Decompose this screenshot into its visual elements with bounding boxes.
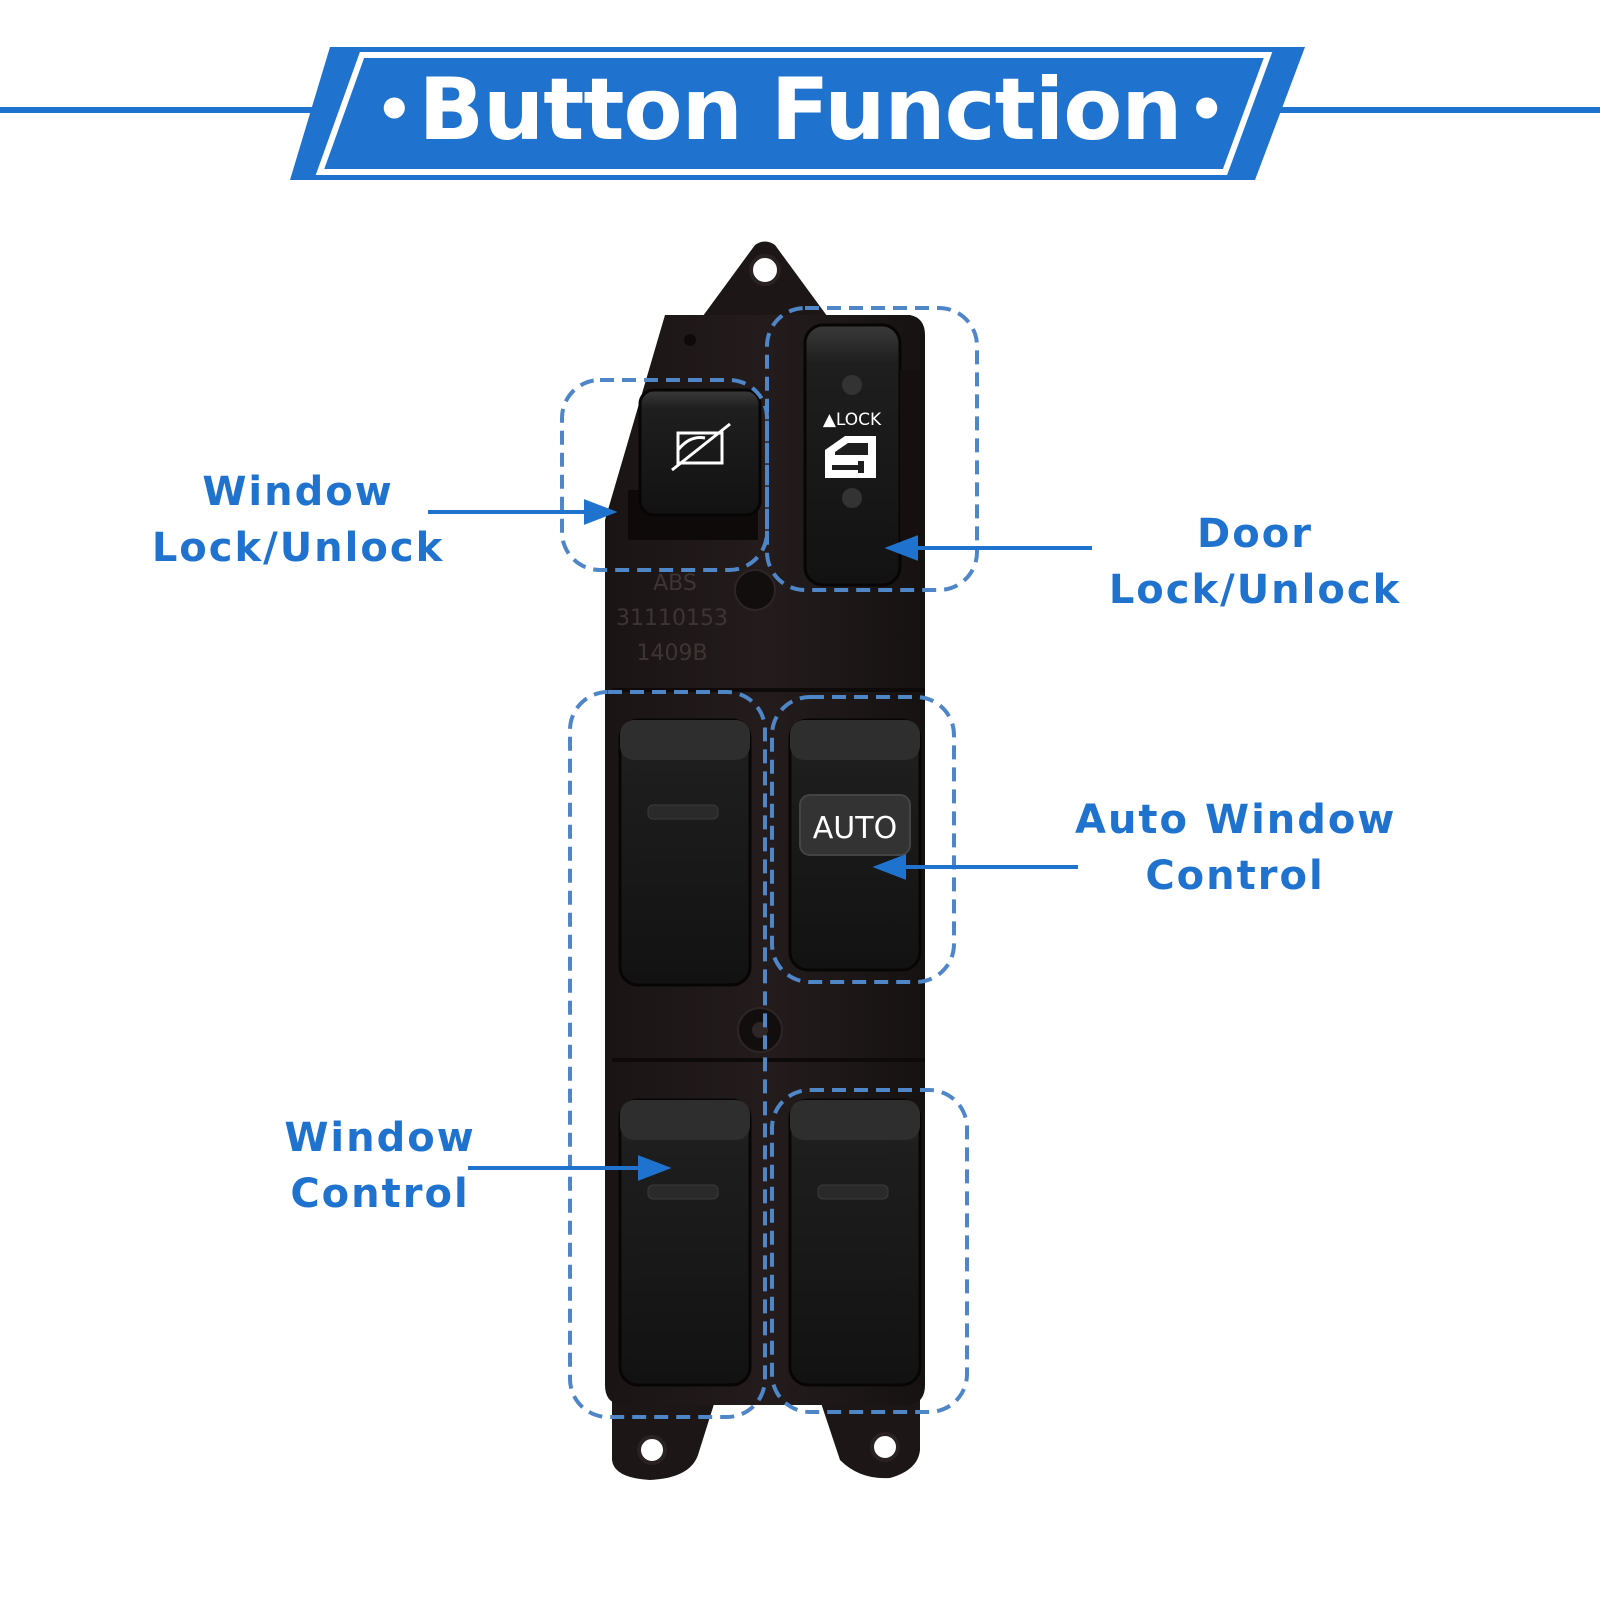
- banner-dot-left: •: [375, 75, 413, 145]
- highlight-window-control-left: [568, 690, 767, 1419]
- callout-window-lock: Window Lock/Unlock: [148, 464, 448, 576]
- window-lock-icon: [671, 422, 731, 472]
- arrow-icon: [584, 499, 618, 525]
- part-number: 31110153: [616, 606, 728, 631]
- callout-auto-window-line1: Auto Window: [1075, 797, 1397, 843]
- window-lock-button[interactable]: [638, 388, 762, 517]
- callout-window-control-line2: Control: [290, 1171, 470, 1217]
- banner-right-line: [1275, 107, 1600, 113]
- door-lock-label: ▲LOCK: [823, 410, 882, 430]
- highlight-door-lock: [765, 306, 979, 592]
- auto-label: AUTO: [813, 811, 897, 846]
- banner-title-text: Button Function: [418, 60, 1182, 160]
- highlight-auto-window: [770, 695, 956, 984]
- window-control-button-rear-right[interactable]: [788, 1098, 922, 1387]
- callout-window-control-line1: Window: [284, 1115, 476, 1161]
- banner-title: • Button Function •: [330, 40, 1270, 180]
- callout-window-lock-line1: Window: [202, 469, 394, 515]
- banner-dot-right: •: [1187, 75, 1226, 145]
- top-mount-hole: [749, 254, 781, 286]
- bottom-left-mount-hole: [637, 1435, 667, 1465]
- date-code: 1409B: [636, 641, 707, 666]
- arrow-icon: [872, 854, 906, 880]
- window-control-button-rear-left[interactable]: [618, 1098, 752, 1387]
- arrow-icon: [884, 535, 918, 561]
- window-control-button-front-left[interactable]: [618, 718, 752, 987]
- callout-door-lock-line1: Door: [1197, 511, 1313, 557]
- callout-auto-window: Auto Window Control: [1075, 792, 1395, 904]
- door-lock-icon: [825, 436, 876, 478]
- banner-shape: [290, 47, 1305, 180]
- callout-window-control: Window Control: [265, 1110, 495, 1222]
- banner-left-line: [0, 107, 325, 113]
- auto-window-button[interactable]: AUTO: [788, 718, 922, 972]
- bottom-right-mount-hole: [870, 1432, 900, 1462]
- arrow-icon: [638, 1155, 672, 1181]
- callout-door-lock-line2: Lock/Unlock: [1108, 567, 1402, 613]
- material-mark: ABS: [653, 571, 697, 596]
- callout-auto-window-line2: Control: [1145, 853, 1325, 899]
- callout-window-lock-line2: Lock/Unlock: [151, 525, 445, 571]
- callout-door-lock: Door Lock/Unlock: [1105, 506, 1405, 618]
